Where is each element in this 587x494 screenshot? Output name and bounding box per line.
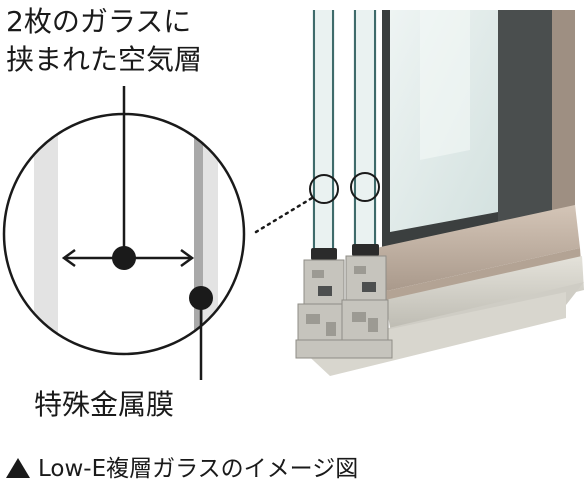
sash-profile-2	[345, 255, 387, 303]
profile-slot-1	[312, 270, 324, 278]
gasket-2	[352, 244, 379, 256]
glass-fill-1	[315, 10, 332, 250]
air-layer-label-line2: 挟まれた空気層	[6, 43, 202, 76]
highlight-circle-lowe	[350, 172, 380, 202]
sash-dark-blocks	[318, 282, 376, 296]
glass-fill-2	[356, 10, 374, 246]
glass-pane-reflection	[420, 10, 470, 160]
glass-fill	[315, 10, 374, 250]
dark-block-1	[318, 286, 332, 296]
air-layer-arrow-head-right	[180, 248, 195, 268]
magnified-glass-left	[34, 115, 58, 353]
beige-sill-top	[376, 205, 580, 292]
gasket-1	[311, 248, 337, 260]
air-layer-label-line1: 2枚のガラスに	[6, 5, 191, 38]
base-profile	[295, 339, 393, 359]
sash-profiles	[295, 255, 393, 359]
magnified-lowe-film	[194, 115, 203, 353]
figure-caption: Low-E複層ガラスのイメージ図	[6, 452, 358, 486]
profile-slot-2	[354, 266, 366, 274]
air-layer-callout-dot	[112, 246, 136, 270]
sash-profile-1	[303, 259, 345, 305]
profile-slot-4	[352, 312, 366, 322]
caption-text: Low-E複層ガラスのイメージ図	[38, 456, 359, 482]
right-jamb	[498, 10, 552, 230]
magnifier-leader-dotted	[254, 196, 314, 234]
profile-slot-5	[326, 322, 336, 336]
right-jamb-face	[552, 10, 575, 238]
dark-block-2	[362, 282, 376, 292]
caption-triangle-icon	[6, 458, 30, 478]
glass-edges	[312, 10, 377, 250]
profile-slot-3	[306, 314, 320, 324]
gaskets	[311, 244, 379, 260]
lower-profile-1	[297, 303, 347, 345]
window-cutaway	[295, 10, 584, 376]
profile-slot-6	[368, 318, 378, 332]
sash-profile-details	[306, 266, 378, 336]
highlight-circle-air-layer	[309, 174, 339, 204]
lowe-film-label: 特殊金属膜	[34, 388, 174, 421]
air-layer-arrow-head-left	[61, 248, 76, 268]
